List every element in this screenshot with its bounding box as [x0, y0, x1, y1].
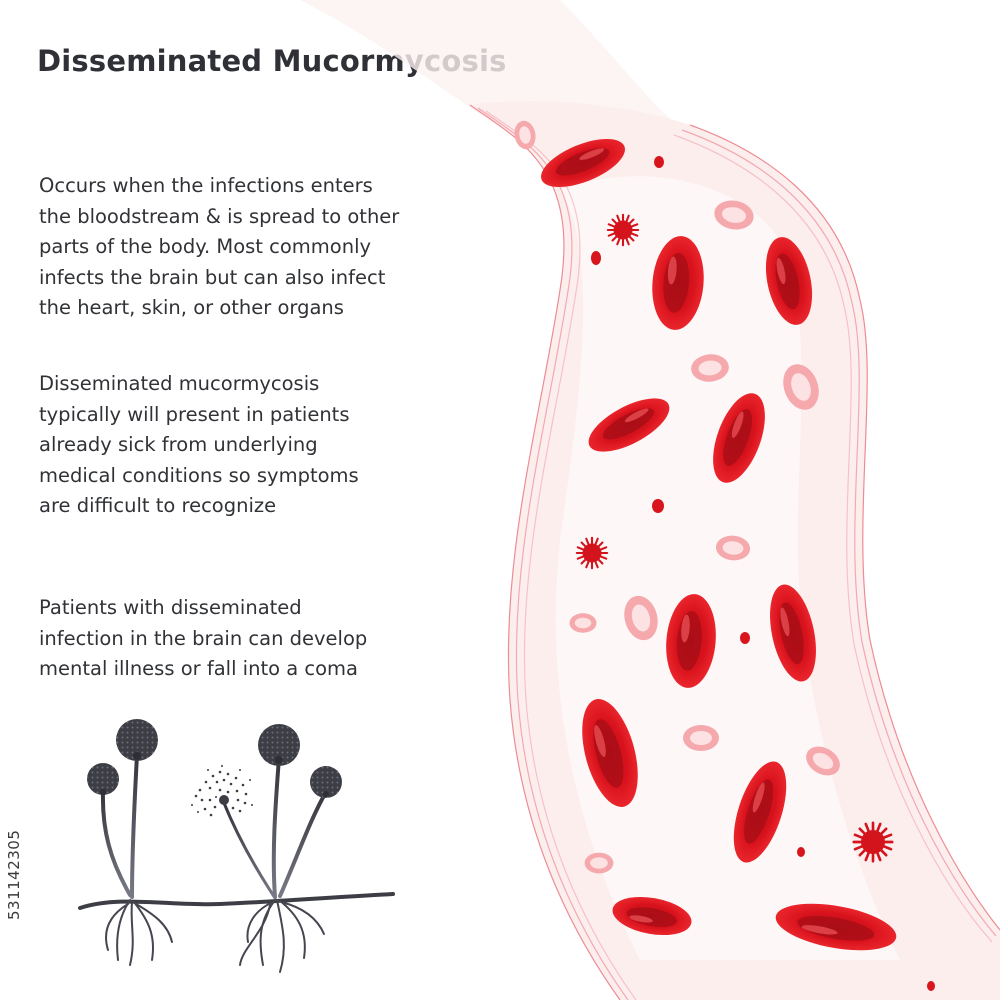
- vessel-wall-right: [673, 124, 1000, 943]
- pale-cell-icon: [683, 725, 719, 751]
- paragraph-bloodstream: Occurs when the infections enters the bl…: [39, 174, 400, 319]
- sporangium-icon: [310, 766, 342, 798]
- rhizoids: [105, 899, 325, 973]
- paragraph-symptoms: Disseminated mucormycosis typically will…: [39, 372, 359, 517]
- bursting-sporangium-icon: [219, 795, 229, 805]
- mucor-fungus-illustration: [78, 719, 395, 973]
- blood-dots: [591, 156, 935, 991]
- sporangium-icon: [87, 763, 119, 795]
- vessel-top-shading: [300, 0, 700, 140]
- released-spores: [191, 765, 253, 817]
- sporangium-icon: [258, 724, 300, 766]
- spore-icon: [606, 213, 640, 247]
- sporangium-icon: [116, 719, 158, 761]
- spore-icon: [852, 821, 894, 863]
- stolon: [78, 892, 395, 910]
- sporangiophores: [100, 753, 328, 900]
- stock-image-id: 531142305: [5, 829, 23, 921]
- spore-icon: [575, 536, 609, 570]
- pale-cell-icon: [569, 613, 597, 633]
- pale-cell-icon: [584, 852, 614, 874]
- paragraph-brain: Patients with disseminated infection in …: [39, 596, 368, 680]
